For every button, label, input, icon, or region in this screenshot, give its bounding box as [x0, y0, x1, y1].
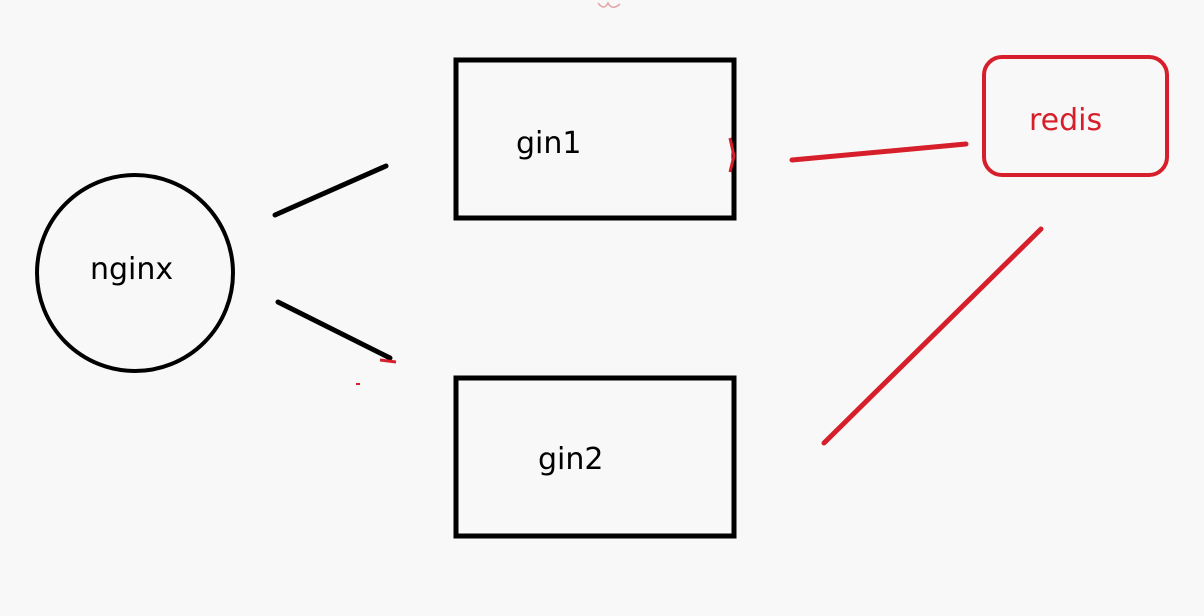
gin2-label: gin2: [538, 442, 604, 477]
gin1-box: [453, 57, 737, 221]
top-scribble-mark: [597, 1, 621, 8]
gin1-label: gin1: [516, 126, 582, 161]
edge-gin1-redis: [789, 141, 969, 163]
gin1-red-mark: [728, 137, 736, 173]
redis-label: redis: [1029, 103, 1103, 138]
gin2-box: [453, 375, 737, 539]
edge-nginx-gin2: [275, 299, 393, 361]
nginx-circle: [35, 173, 235, 373]
edge-nginx-gin1: [272, 163, 389, 218]
edge-gin2-redis: [821, 226, 1044, 446]
redis-box: [982, 55, 1169, 177]
edge-nginx-gin2-tip-mark: [379, 358, 397, 364]
nginx-label: nginx: [90, 252, 174, 287]
